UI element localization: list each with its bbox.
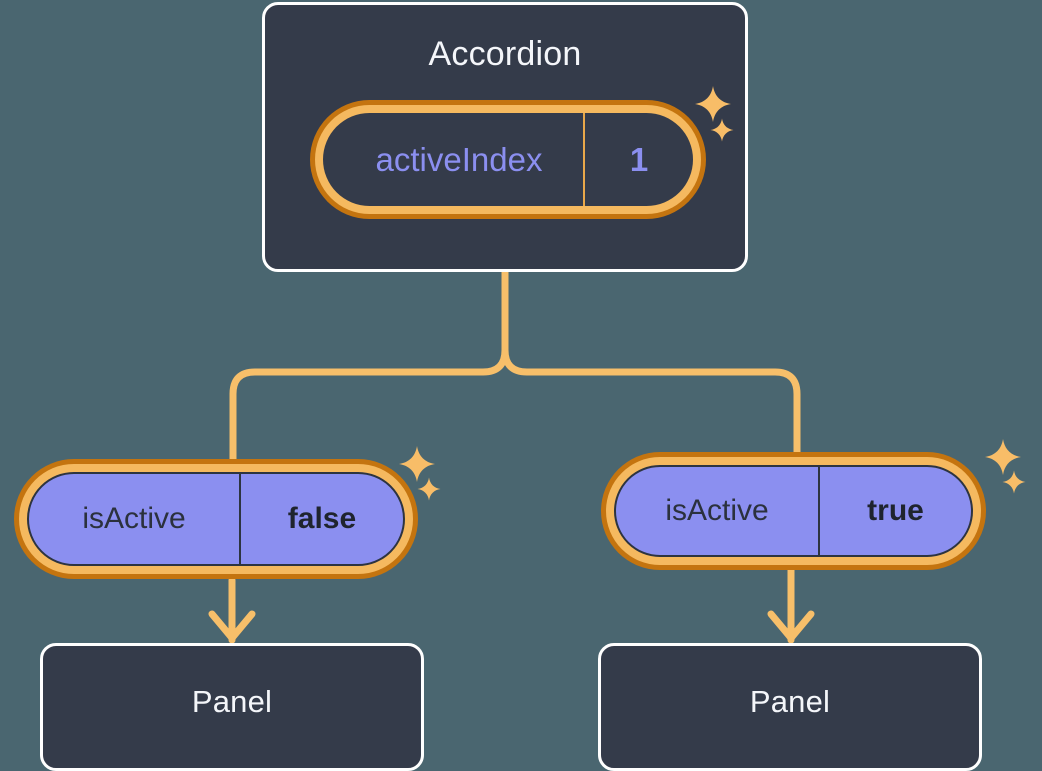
sparkle-small-icon bbox=[416, 476, 442, 502]
pill-inner-ring: activeIndex 1 bbox=[315, 105, 701, 214]
wire-branch-left bbox=[229, 346, 509, 466]
state-value-isactive-left: false bbox=[287, 502, 357, 535]
state-key-isactive-right: isActive bbox=[616, 467, 820, 555]
state-value-isactive-right: true bbox=[867, 494, 924, 527]
pill-body: isActive false bbox=[27, 472, 405, 566]
pill-inner-ring: isActive true bbox=[606, 457, 981, 565]
sparkle-small-icon bbox=[1001, 469, 1027, 495]
state-key-activeindex: activeIndex bbox=[323, 113, 585, 206]
arrowhead-left bbox=[208, 610, 256, 642]
state-pill-isactive-left[interactable]: isActive false bbox=[14, 459, 418, 579]
panel-component-card-right[interactable]: Panel bbox=[598, 643, 982, 771]
pill-inner-ring: isActive false bbox=[19, 464, 413, 574]
pill-body: isActive true bbox=[614, 465, 973, 557]
state-value-activeindex: 1 bbox=[629, 140, 649, 178]
panel-card-title-left: Panel bbox=[191, 684, 273, 719]
panel-component-card-left[interactable]: Panel bbox=[40, 643, 424, 771]
state-key-isactive-left: isActive bbox=[29, 474, 241, 564]
accordion-card-title: Accordion bbox=[428, 35, 582, 73]
panel-card-title-right: Panel bbox=[749, 684, 831, 719]
state-pill-isactive-right[interactable]: isActive true bbox=[601, 452, 986, 570]
sparkle-large-icon bbox=[983, 437, 1023, 477]
wire-branch-right bbox=[501, 346, 801, 460]
state-pill-activeindex[interactable]: activeIndex 1 bbox=[310, 100, 706, 219]
arrowhead-right bbox=[767, 610, 815, 642]
pill-body: activeIndex 1 bbox=[323, 113, 693, 206]
sparkle-large-icon bbox=[397, 444, 437, 484]
